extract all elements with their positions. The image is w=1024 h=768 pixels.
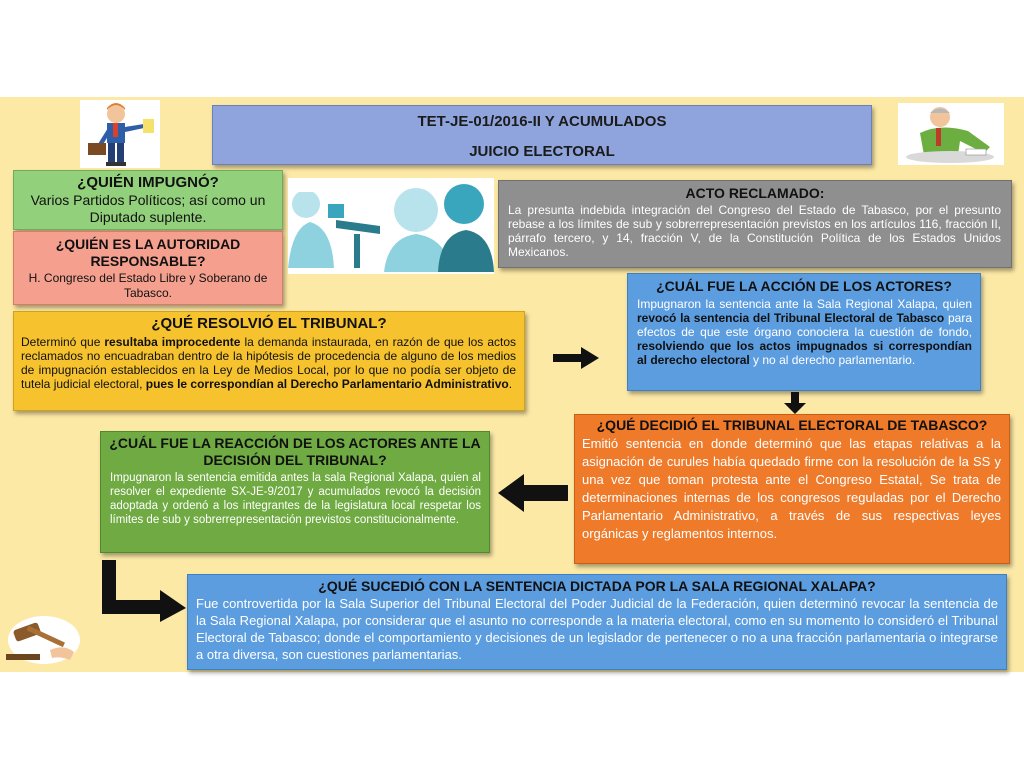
case-number: TET-JE-01/2016-II Y ACUMULADOS [417,113,667,130]
resolvio-text-3: . [508,377,513,391]
accion-text-3: y no al derecho parlamentario. [749,353,916,367]
quien-impugno-title: ¿QUIÉN IMPUGNÓ? [77,174,219,191]
resolvio-box: ¿QUÉ RESOLVIÓ EL TRIBUNAL? Determinó que… [13,311,525,411]
autoridad-box: ¿QUIÉN ES LA AUTORIDAD RESPONSABLE? H. C… [13,231,283,305]
man-with-briefcase-icon [80,100,160,168]
decidio-tribunal-text: Emitió sentencia en donde determinó que … [582,436,1001,541]
acto-reclamado-title: ACTO RECLAMADO: [685,185,825,201]
autoridad-title: ¿QUIÉN ES LA AUTORIDAD RESPONSABLE? [55,236,241,269]
accion-actores-title: ¿CUÁL FUE LA ACCIÓN DE LOS ACTORES? [656,278,952,294]
resolvio-text-1: Determinó que [21,335,105,349]
accion-bold-1: revocó la sentencia del Tribunal Elector… [637,311,945,325]
arrow-right-icon [553,347,599,369]
man-at-desk-icon [898,103,1004,165]
resolvio-bold-1: resultaba improcedente [104,335,241,349]
gavel-icon [6,616,80,664]
accion-actores-text: Impugnaron la sentencia ante la Sala Reg… [628,295,980,367]
decidio-tribunal-box: ¿QUÉ DECIDIÓ EL TRIBUNAL ELECTORAL DE TA… [574,414,1010,564]
resolvio-text: Determinó que resultaba improcedente la … [14,333,524,391]
sucedio-sentencia-box: ¿QUÉ SUCEDIÓ CON LA SENTENCIA DICTADA PO… [187,574,1007,670]
quien-impugno-text: Varios Partidos Políticos; así como un D… [30,192,266,225]
meeting-people-icon [288,178,494,274]
resolvio-bold-2: pues le correspondían al Derecho Parlame… [145,377,509,391]
arrow-left-icon [498,474,568,512]
acto-reclamado-text: La presunta indebida integración del Con… [508,203,1001,259]
reaccion-actores-title: ¿CUÁL FUE LA REACCIÓN DE LOS ACTORES ANT… [109,435,481,468]
accion-bold-2: resolviendo que los actos impugnados si … [637,339,972,367]
reaccion-actores-box: ¿CUÁL FUE LA REACCIÓN DE LOS ACTORES ANT… [100,431,490,553]
quien-impugno-box: ¿QUIÉN IMPUGNÓ? Varios Partidos Político… [13,170,283,230]
header-box: TET-JE-01/2016-II Y ACUMULADOS JUICIO EL… [212,105,872,165]
reaccion-actores-text: Impugnaron la sentencia emitida antes la… [110,472,481,526]
accion-text-1: Impugnaron la sentencia ante la Sala Reg… [637,297,972,311]
case-type: JUICIO ELECTORAL [469,143,615,160]
arrow-down-icon [784,392,806,414]
sucedio-sentencia-title: ¿QUÉ SUCEDIÓ CON LA SENTENCIA DICTADA PO… [318,578,876,594]
resolvio-title: ¿QUÉ RESOLVIÓ EL TRIBUNAL? [151,315,387,332]
accion-text-2: para efectos de que este órgano conocier… [637,311,972,339]
autoridad-text: H. Congreso del Estado Libre y Soberano … [28,271,268,300]
resolvio-text-2: la demanda instaurada, en razón de que l… [21,335,516,391]
elbow-arrow-icon [102,560,186,622]
sucedio-sentencia-text: Fue controvertida por la Sala Superior d… [196,596,998,662]
decidio-tribunal-title: ¿QUÉ DECIDIÓ EL TRIBUNAL ELECTORAL DE TA… [596,417,988,433]
acto-reclamado-box: ACTO RECLAMADO: La presunta indebida int… [498,180,1012,268]
accion-actores-box: ¿CUÁL FUE LA ACCIÓN DE LOS ACTORES? Impu… [627,273,981,391]
